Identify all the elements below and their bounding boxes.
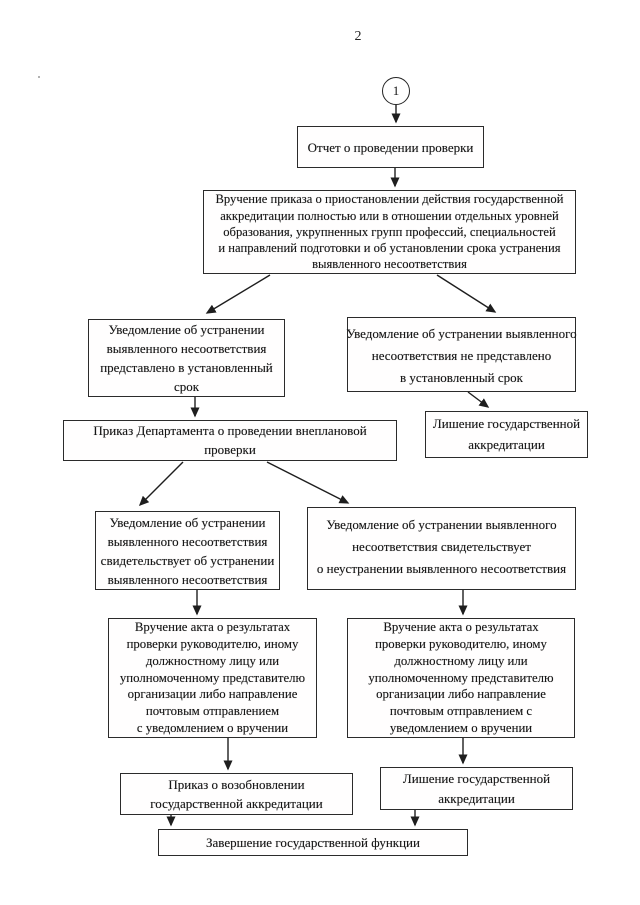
text-line: Уведомление об устранении [109,514,266,530]
node-unscheduled-inspection-order: Приказ Департамента о проведении внеплан… [63,420,397,461]
text-line: и направлений подготовки и об установлен… [218,241,561,256]
text-line: организации либо направление [376,687,546,702]
text-line: государственной аккредитации [150,796,323,811]
text-line: Приказ Департамента о проведении внеплан… [93,423,367,438]
node-act-delivery-right: Вручение акта о результатах проверки рук… [347,618,575,738]
text-line: Завершение государственной функции [206,835,420,850]
text-line: Уведомление об устранении [108,322,265,337]
text-line: свидетельствует об устранении [100,552,275,568]
text-line: Вручение акта о результатах [134,620,291,635]
node-notice-confirms-elimination: Уведомление об устранении выявленного не… [95,511,280,590]
text-line: выявленного несоответствия [107,533,268,549]
node-function-completion: Завершение государственной функции [158,829,468,856]
node-notice-confirms-non-elimination: Уведомление об устранении выявленного не… [307,507,576,590]
scan-artifact-dot [38,76,40,78]
flow-connector-label: 1 [392,83,400,98]
text-line: Приказ о возобновлении [168,777,305,792]
text-line: представлено в установленный [100,360,273,375]
text-line: должностному лицу или [394,653,528,668]
text-line: срок [173,379,200,394]
node-notice-submitted: Уведомление об устранении выявленного не… [88,319,285,397]
node-accreditation-resumption-order: Приказ о возобновлении государственной а… [120,773,353,815]
text-line: уполномоченному представителю [368,670,554,685]
page-number: 2 [354,29,362,44]
text-line: образования, укрупненных групп профессий… [223,224,556,239]
text-line: несоответствия свидетельствует [352,539,531,554]
text-line: почтовым отправлением [145,704,280,719]
text-line: организации либо направление [127,687,298,702]
node-accreditation-revocation-second: Лишение государственной аккредитации [380,767,573,810]
text-line: Вручение акта о результатах [383,620,539,635]
text-line: уведомлением о вручении [389,720,533,735]
node-suspension-order: Вручение приказа о приостановлении дейст… [203,190,576,274]
text-line: аккредитации [468,436,545,452]
text-line: почтовым отправлением с [389,704,533,719]
arrow-order-to-elimination [138,461,184,507]
node-notice-not-submitted: Уведомление об устранении выявленного не… [346,317,577,392]
text-line: Отчет о проведении проверки [307,139,474,155]
text-line: аккредитации [438,790,515,806]
text-line: должностному лицу или [145,653,280,668]
text-line: уполномоченному представителю [119,670,306,685]
node-inspection-report: Отчет о проведении проверки [297,126,484,168]
arrow-not-submitted-to-revocation [467,391,490,408]
text-line: Лишение государственной [402,770,551,786]
text-line: выявленного несоответствия [312,257,467,272]
text-line: Лишение государственной [432,416,581,431]
text-line: Уведомление об устранении выявленного [326,517,557,532]
text-line: выявленного несоответствия [106,341,267,356]
text-line: Вручение приказа о приостановлении дейст… [215,192,564,207]
text-line: проверки руководителю, иному [126,637,299,651]
arrow-suspension-to-not-submitted [436,274,497,313]
text-line: проверки [204,441,256,457]
text-line: о неустранении выявленного несоответстви… [316,561,567,576]
text-line: проверки руководителю, иному [375,637,547,651]
text-line: выявленного несоответствия [107,571,268,587]
text-line: Уведомление об устранении выявленного [346,326,577,341]
text-line: в установленный срок [400,370,523,385]
text-line: несоответствия не представлено [371,348,552,363]
node-act-delivery-left: Вручение акта о результатах проверки рук… [108,618,317,738]
flow-connector-circle: 1 [382,77,410,105]
node-accreditation-revocation-first: Лишение государственной аккредитации [425,411,588,458]
text-line: с уведомлением о вручении [136,720,289,735]
arrow-suspension-to-submitted [205,274,271,314]
arrow-order-to-non-elimination [266,461,350,504]
text-line: аккредитации полностью или в отношении о… [220,208,559,223]
